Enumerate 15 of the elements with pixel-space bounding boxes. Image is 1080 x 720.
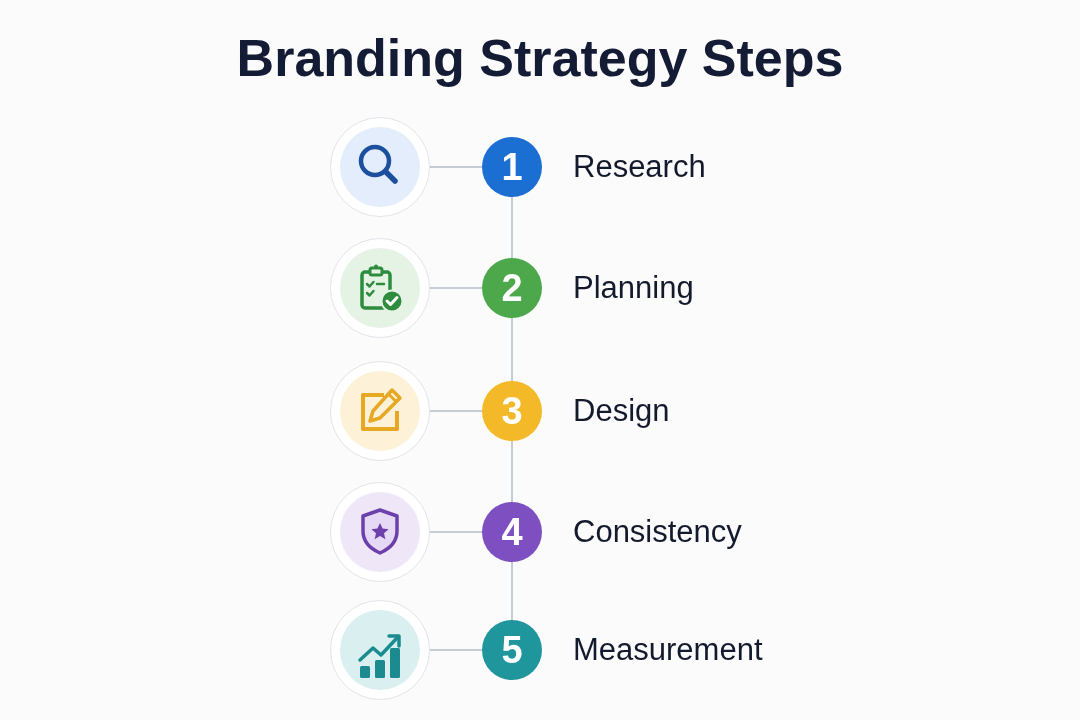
connector-line [511,440,513,503]
connector-line [511,561,513,621]
step-label: Design [573,392,670,430]
connector-line [429,287,483,289]
diagram-title: Branding Strategy Steps [235,28,845,89]
step-label: Consistency [573,513,742,551]
connector-line [429,649,483,651]
step-label: Research [573,148,706,186]
connector-line [429,531,483,533]
step-label: Measurement [573,631,763,669]
connector-line [511,317,513,382]
connector-line [511,196,513,259]
connector-line [429,410,483,412]
step-label: Planning [573,269,694,307]
connector-line [429,166,483,168]
